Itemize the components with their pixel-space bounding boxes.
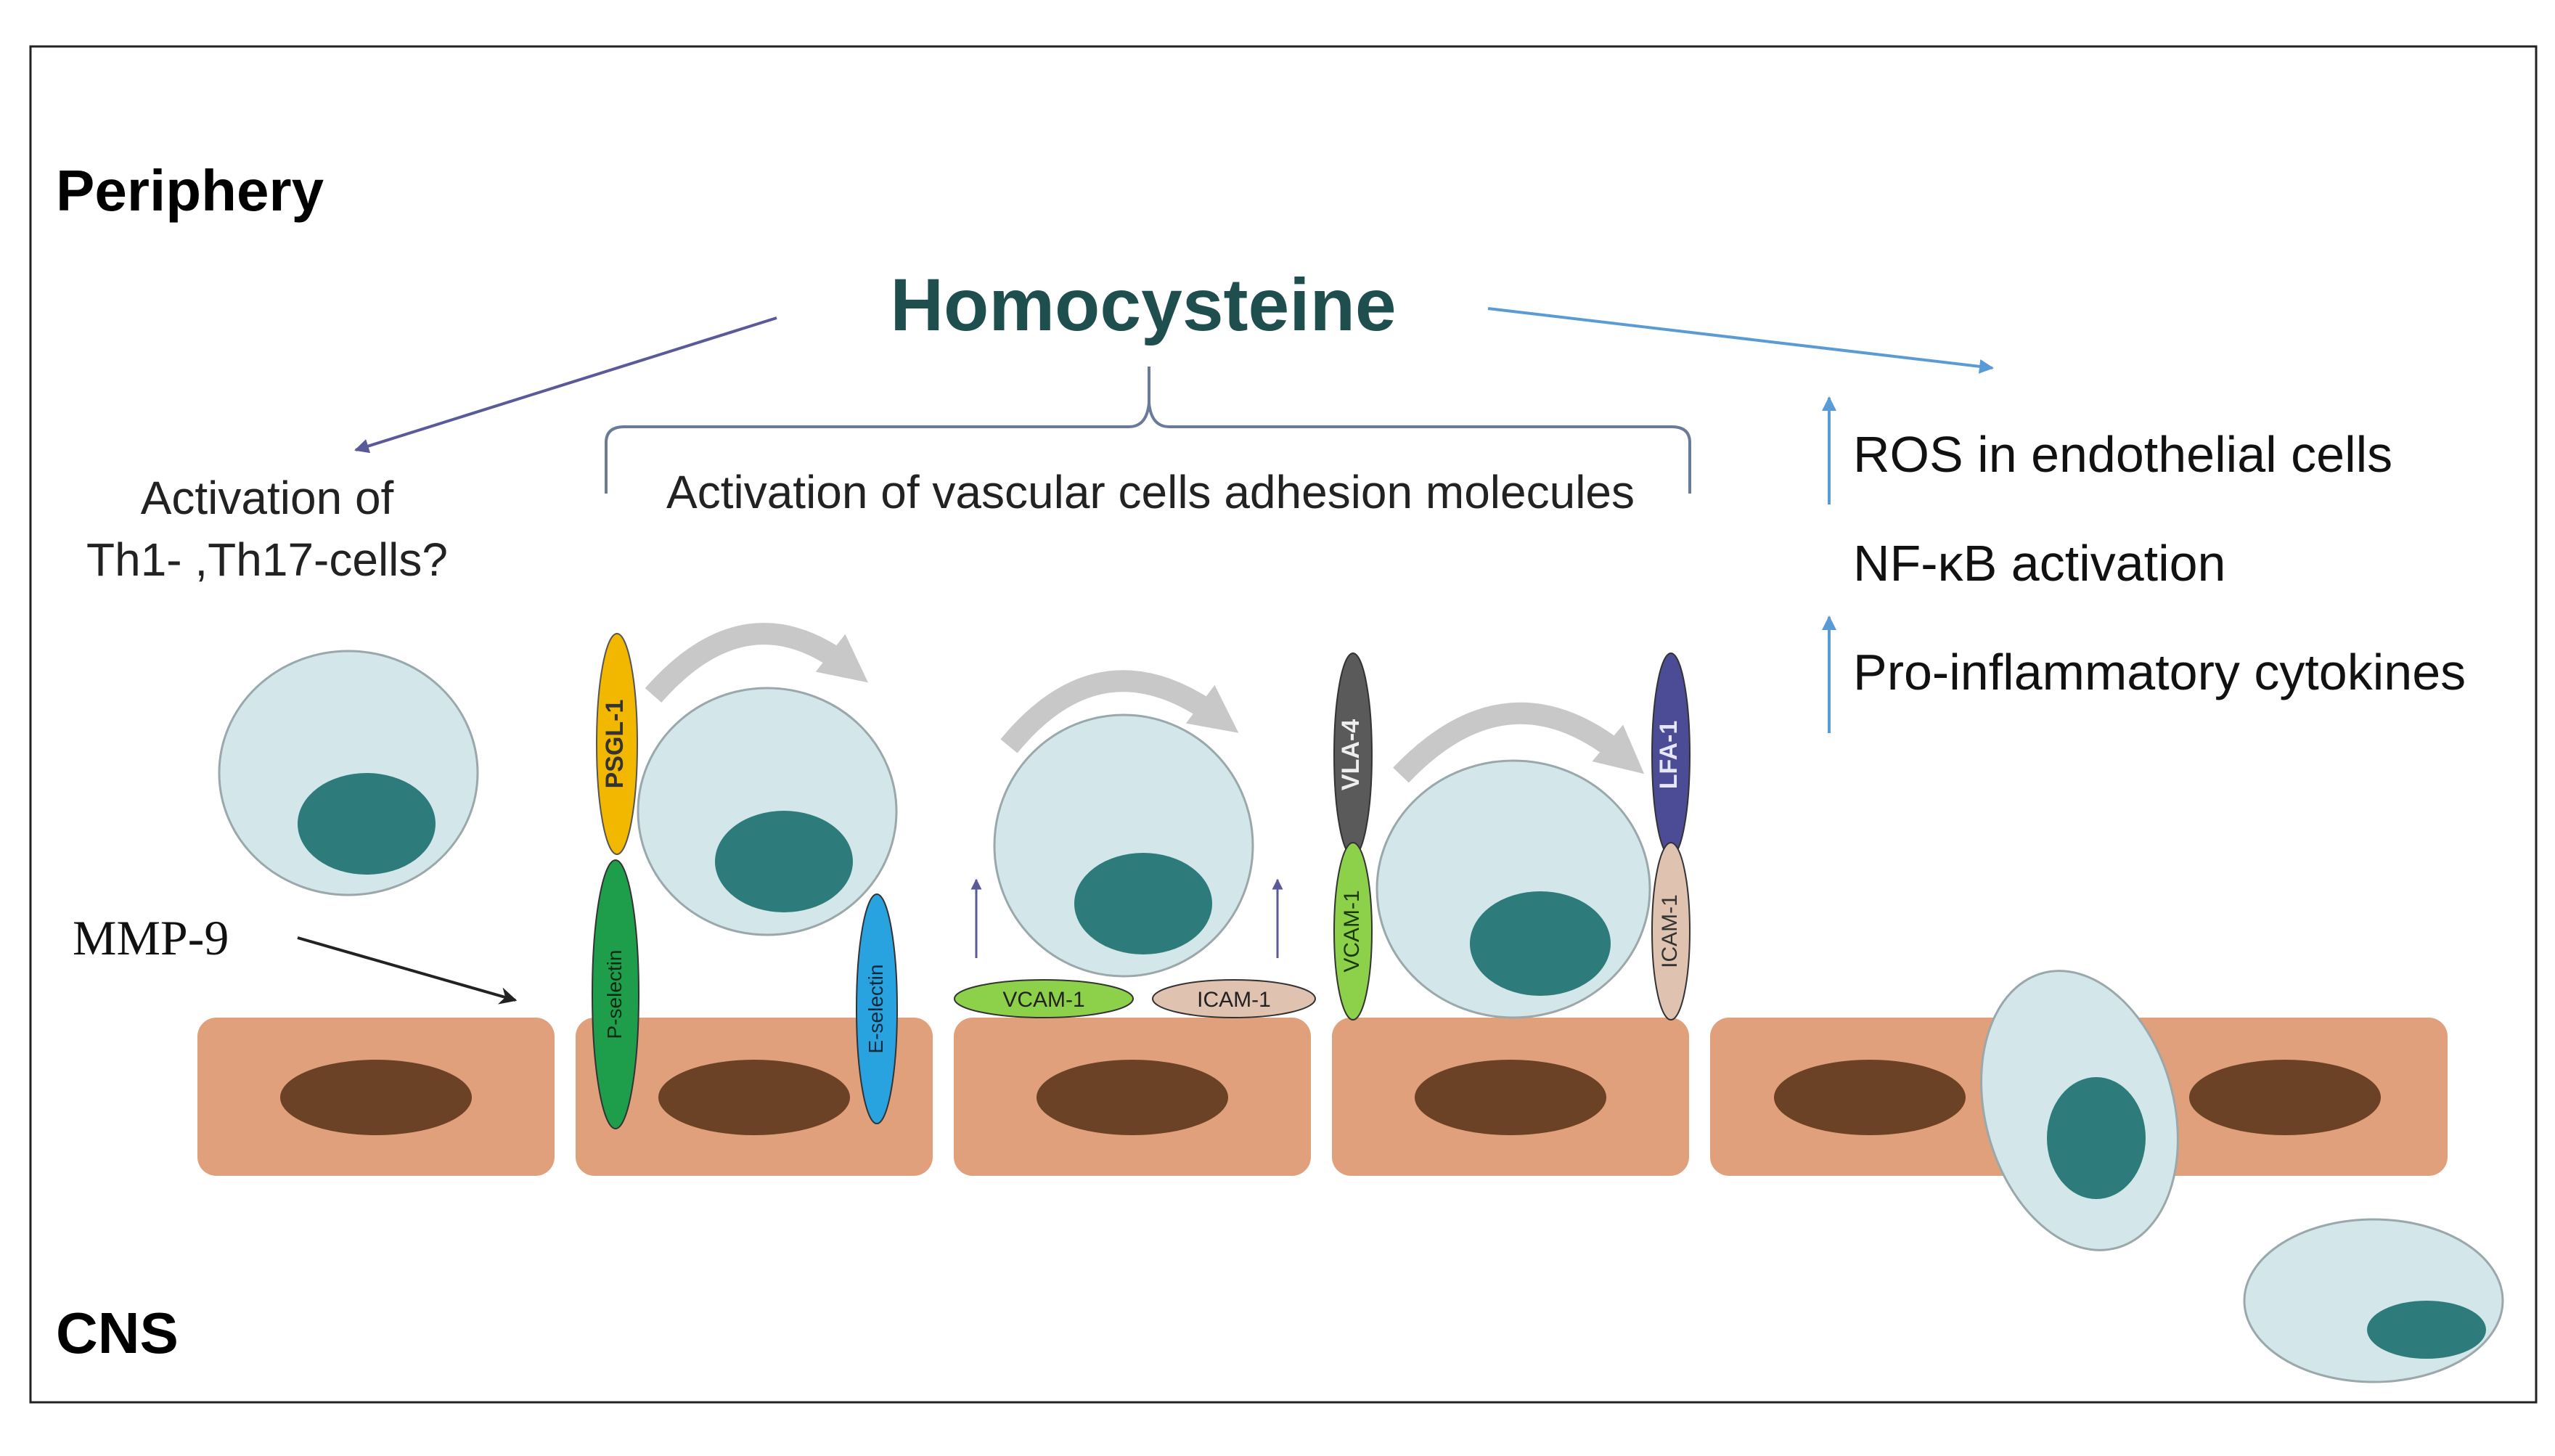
leukocyte-nucleus (2047, 1077, 2146, 1199)
th-activation-line1: Activation of (141, 472, 394, 524)
endothelium (197, 1018, 2448, 1176)
p-selectin-shape (592, 859, 639, 1129)
psgl1-label: PSGL-1 (601, 700, 629, 789)
icam1-vertical-shape (1651, 842, 1691, 1021)
endothelial-nucleus (2189, 1060, 2381, 1135)
vla4-molecule: VLA-4 (1333, 653, 1373, 857)
lfa1-molecule: LFA-1 (1651, 653, 1691, 857)
icam1-vertical-label: ICAM-1 (1658, 894, 1682, 968)
icam1-flat-shape (1152, 979, 1316, 1018)
leukocyte-nucleus (1074, 853, 1212, 954)
psgl1-molecule: PSGL-1 (596, 633, 638, 855)
vascular-activation-label: Activation of vascular cells adhesion mo… (666, 466, 1635, 518)
e-selectin-molecule: E-selectin (856, 893, 898, 1124)
e-selectin-shape (856, 893, 898, 1124)
p-selectin-label: P-selectin (603, 950, 626, 1039)
rolling-arrow (1000, 670, 1239, 753)
leukocyte-nucleus (298, 773, 436, 875)
icam1-flat-molecule: ICAM-1 (1152, 979, 1316, 1018)
rolling-leukocyte-2 (993, 670, 1254, 978)
cytokines-label: Pro-inflammatory cytokines (1853, 644, 2466, 700)
nfkb-label: NF-κB activation (1853, 535, 2225, 592)
p-selectin-molecule: P-selectin (592, 859, 639, 1129)
adhesion-brace (605, 367, 1691, 494)
rolling-arrow (1393, 702, 1645, 783)
rolling-arrow (645, 623, 868, 703)
mmp9-arrow (297, 936, 518, 1005)
adherent-leukocyte (1375, 702, 1651, 1019)
endothelial-nucleus (280, 1060, 472, 1135)
th-activation-line2: Th1- ,Th17-cells? (86, 533, 448, 586)
cns-leukocyte (2243, 1218, 2504, 1383)
vcam1-vertical-label: VCAM-1 (1340, 890, 1364, 972)
e-selectin-label: E-selectin (864, 965, 887, 1054)
leukocyte-nucleus (2367, 1301, 2486, 1359)
free-leukocyte (218, 650, 479, 896)
arrow-to-th-activation (354, 316, 777, 454)
lfa1-label: LFA-1 (1655, 721, 1683, 789)
rolling-leukocyte-1 (637, 623, 898, 936)
endothelial-nucleus (658, 1060, 850, 1135)
endothelial-nucleus (1774, 1060, 1966, 1135)
leukocyte-body (2243, 1218, 2504, 1383)
psgl1-shape (596, 633, 638, 855)
figure-frame (29, 45, 2538, 1404)
mmp9-label: MMP-9 (73, 910, 229, 965)
periphery-label: Periphery (56, 158, 324, 223)
vcam1-vertical-shape (1333, 842, 1373, 1021)
icam1-vertical-molecule: ICAM-1 (1651, 842, 1691, 1021)
transmigrating-leukocyte (1980, 970, 2179, 1251)
ros-label: ROS in endothelial cells (1853, 426, 2392, 483)
leukocyte-nucleus (1470, 891, 1611, 996)
leukocyte-nucleus (715, 811, 853, 912)
vcam1-flat-label: VCAM-1 (1002, 988, 1084, 1012)
endothelial-nucleus (1415, 1060, 1606, 1135)
endothelial-nucleus (1037, 1060, 1228, 1135)
icam1-flat-label: ICAM-1 (1197, 988, 1271, 1012)
cns-label: CNS (56, 1301, 179, 1365)
arrow-to-ros (1487, 307, 1994, 374)
vcam1-flat-molecule: VCAM-1 (954, 979, 1134, 1018)
vcam1-flat-shape (954, 979, 1134, 1018)
homocysteine-title: Homocysteine (890, 263, 1396, 346)
vla4-label: VLA-4 (1337, 719, 1365, 790)
vcam1-vertical-molecule: VCAM-1 (1333, 842, 1373, 1021)
